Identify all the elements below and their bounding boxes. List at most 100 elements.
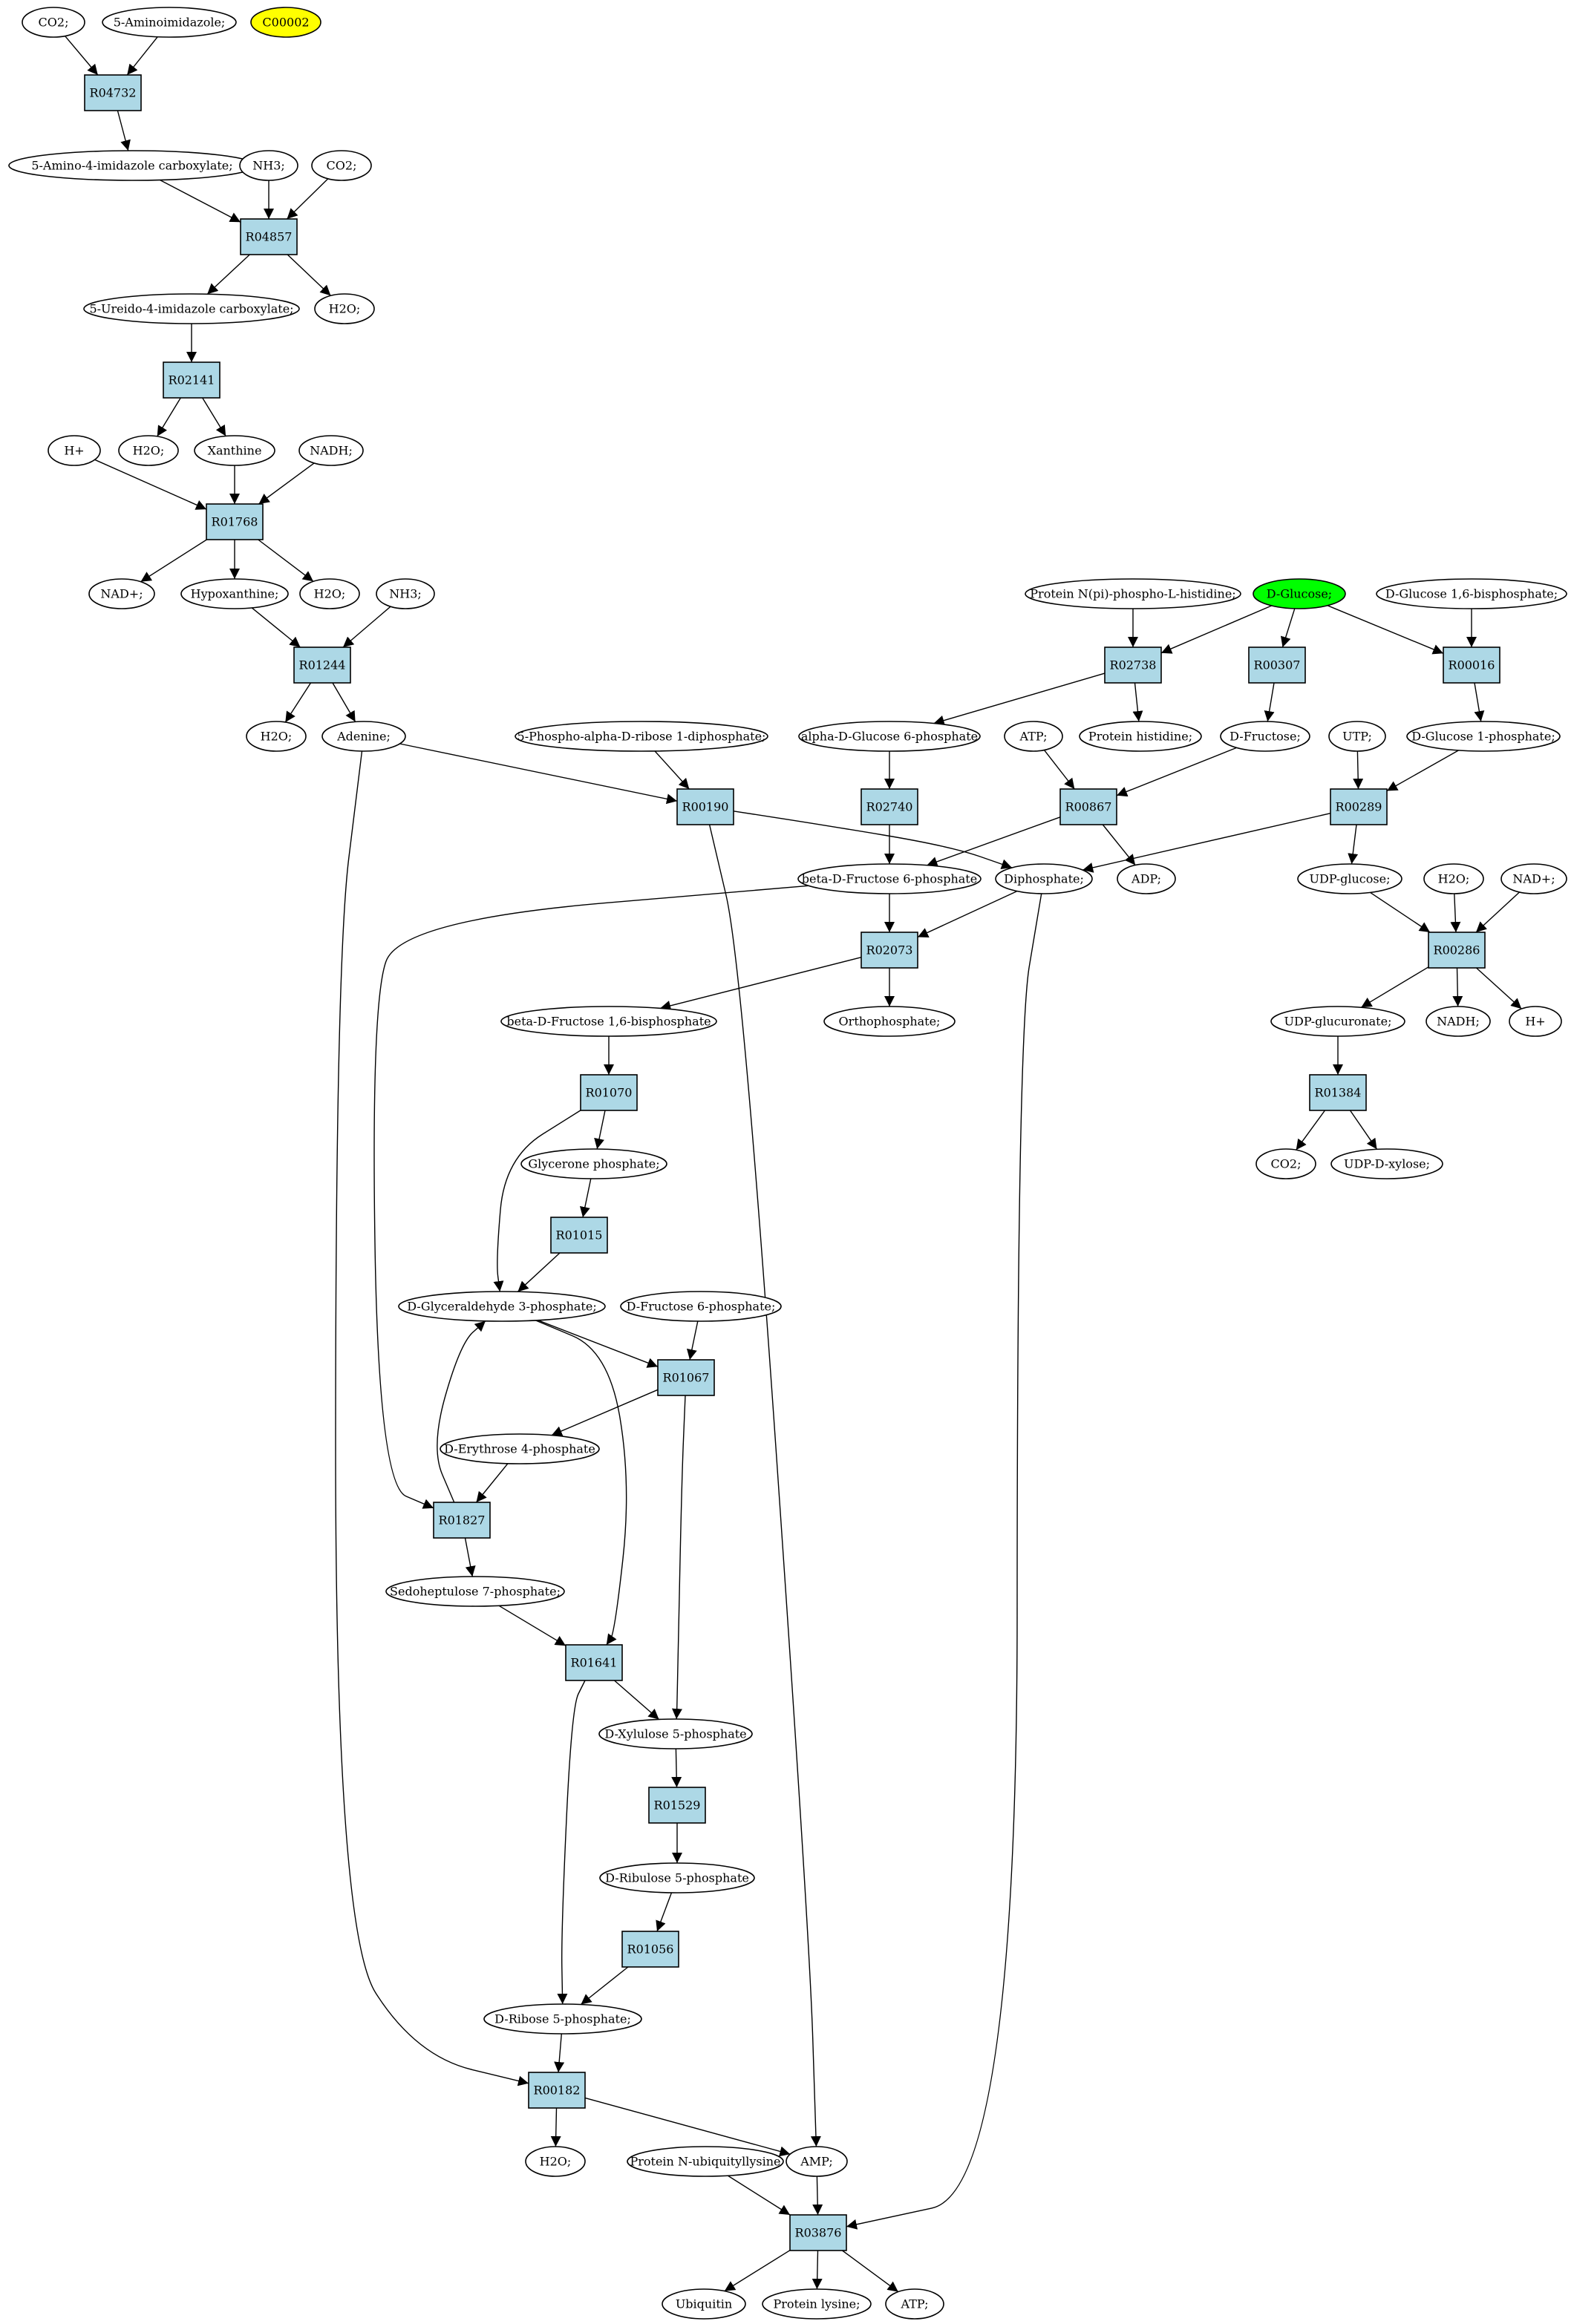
compound-node-protein_lysine[interactable]: Protein lysine;	[762, 2288, 872, 2320]
compound-node-dfructose[interactable]: D-Fructose;	[1220, 721, 1310, 752]
compound-node-nadh_b[interactable]: NADH;	[1426, 1006, 1491, 1037]
reaction-node-r01641[interactable]: R01641	[565, 1644, 623, 1681]
compound-node-nh3_a[interactable]: NH3;	[239, 150, 298, 181]
reaction-node-r00867[interactable]: R00867	[1059, 788, 1117, 825]
reaction-node-r02738[interactable]: R02738	[1104, 647, 1162, 684]
node-label: R01056	[627, 1942, 674, 1957]
edge-R01244-to-h2o_d	[284, 682, 312, 723]
compound-node-co2_b[interactable]: CO2;	[311, 150, 372, 181]
edge-R00286-to-udpglucuronate	[1360, 966, 1429, 1008]
compound-ellipse	[762, 2288, 872, 2320]
compound-node-dglucose[interactable]: D-Glucose;	[1253, 578, 1346, 609]
node-label: Ubiquitin	[676, 2297, 732, 2311]
edge-R02073-to-beta_f16bp	[660, 957, 862, 1011]
compound-node-dglucose16bp[interactable]: D-Glucose 1,6-bisphosphate;	[1376, 578, 1567, 609]
compound-node-atp_b[interactable]: ATP;	[885, 2288, 944, 2320]
compound-node-5aminoimidazole[interactable]: 5-Aminoimidazole;	[102, 7, 237, 38]
reaction-node-r04857[interactable]: R04857	[240, 218, 298, 255]
reaction-node-r01768[interactable]: R01768	[206, 503, 264, 540]
compound-node-atp_a[interactable]: ATP;	[1004, 721, 1063, 752]
compound-node-beta_f16bp[interactable]: beta-D-Fructose 1,6-bisphosphate	[500, 1006, 717, 1037]
compound-node-h2o_e[interactable]: H2O;	[1423, 863, 1484, 894]
reaction-node-r00016[interactable]: R00016	[1443, 647, 1500, 684]
reaction-node-r02073[interactable]: R02073	[861, 932, 918, 969]
compound-node-h2o_f[interactable]: H2O;	[525, 2146, 586, 2177]
reaction-node-r02141[interactable]: R02141	[163, 361, 221, 399]
compound-node-adenine[interactable]: Adenine;	[321, 721, 406, 752]
compound-node-hplus_b[interactable]: H+	[1509, 1006, 1562, 1037]
edge-R00867-to-beta_f6p	[927, 816, 1061, 867]
edge-R01070-to-dglyceraldehyde3p	[493, 1110, 581, 1292]
compound-node-udpxylose[interactable]: UDP-D-xylose;	[1330, 1148, 1443, 1179]
compound-node-glycerone_p[interactable]: Glycerone phosphate;	[520, 1148, 667, 1179]
reaction-node-r00289[interactable]: R00289	[1330, 788, 1388, 825]
node-label: R04857	[246, 230, 293, 244]
reaction-node-r01070[interactable]: R01070	[580, 1074, 638, 1111]
compound-node-co2_a[interactable]: CO2;	[22, 7, 85, 38]
compound-node-c00002[interactable]: C00002	[250, 7, 321, 38]
compound-node-protein_ubiq[interactable]: Protein N-ubiquityllysine	[627, 2146, 784, 2177]
compound-node-h2o_b[interactable]: H2O;	[118, 435, 179, 466]
compound-ellipse	[798, 721, 981, 752]
reaction-node-r01529[interactable]: R01529	[648, 1787, 706, 1824]
edge-arrow	[287, 254, 331, 296]
reaction-node-r00286[interactable]: R00286	[1428, 932, 1486, 969]
compound-ellipse	[385, 1576, 565, 1607]
reaction-node-r01056[interactable]: R01056	[621, 1931, 679, 1968]
edge-dglyceraldehyde3p-to-R01641	[535, 1320, 627, 1646]
compound-node-beta_f6p[interactable]: beta-D-Fructose 6-phosphate	[797, 863, 982, 894]
compound-node-5ureido[interactable]: 5-Ureido-4-imidazole carboxylate;	[83, 293, 300, 324]
reaction-node-r01827[interactable]: R01827	[433, 1502, 491, 1539]
node-label: H2O;	[261, 730, 293, 744]
compound-node-dglucose1p[interactable]: D-Glucose 1-phosphate;	[1406, 721, 1561, 752]
compound-node-dribose5p[interactable]: D-Ribose 5-phosphate;	[483, 2003, 642, 2035]
compound-node-nadplus_b[interactable]: NAD+;	[1500, 863, 1567, 894]
reaction-node-r00182[interactable]: R00182	[528, 2072, 586, 2109]
compound-node-diphosphate[interactable]: Diphosphate;	[995, 863, 1093, 894]
compound-node-nadplus_a[interactable]: NAD+;	[88, 578, 155, 609]
compound-node-hplus_a[interactable]: H+	[48, 435, 101, 466]
edge-arrow	[258, 539, 314, 582]
compound-node-dxylulose5p[interactable]: D-Xylulose 5-phosphate	[598, 1718, 753, 1749]
compound-node-xanthine[interactable]: Xanthine	[194, 435, 275, 466]
compound-node-h2o_a[interactable]: H2O;	[314, 293, 375, 324]
compound-node-5amino4imid[interactable]: 5-Amino-4-imidazole carboxylate;	[8, 150, 256, 181]
compound-node-co2_c[interactable]: CO2;	[1255, 1148, 1316, 1179]
compound-node-protein_histidine[interactable]: Protein histidine;	[1079, 721, 1202, 752]
compound-node-protein_nphospho[interactable]: Protein N(pi)-phospho-L-histidine;	[1025, 578, 1241, 609]
reaction-node-r01244[interactable]: R01244	[293, 647, 351, 684]
reaction-node-r01384[interactable]: R01384	[1309, 1074, 1367, 1111]
edge-nadplus_b-to-R00286	[1475, 891, 1521, 933]
compound-node-dglyceraldehyde3p[interactable]: D-Glyceraldehyde 3-phosphate;	[398, 1291, 606, 1322]
compound-node-alpha_g6p[interactable]: alpha-D-Glucose 6-phosphate	[798, 721, 981, 752]
reaction-node-r00307[interactable]: R00307	[1248, 647, 1306, 684]
reaction-node-r01067[interactable]: R01067	[657, 1359, 715, 1396]
compound-node-utp[interactable]: UTP;	[1328, 721, 1386, 752]
compound-node-udpglucuronate[interactable]: UDP-glucuronate;	[1270, 1006, 1405, 1037]
compound-node-h2o_c[interactable]: H2O;	[299, 578, 360, 609]
compound-node-adp[interactable]: ADP;	[1117, 863, 1176, 894]
compound-node-amp[interactable]: AMP;	[786, 2146, 848, 2177]
compound-node-derythrose4p[interactable]: D-Erythrose 4-phosphate	[440, 1433, 600, 1464]
edge-arrow	[1116, 747, 1237, 797]
reaction-node-r00190[interactable]: R00190	[676, 788, 734, 825]
edge-arrow	[917, 890, 1018, 938]
reaction-node-r04732[interactable]: R04732	[84, 74, 142, 111]
compound-node-udpglucose[interactable]: UDP-glucose;	[1297, 863, 1402, 894]
node-label: D-Ribose 5-phosphate;	[494, 2012, 631, 2026]
compound-node-orthophosphate[interactable]: Orthophosphate;	[823, 1006, 956, 1037]
compound-node-ubiquitin[interactable]: Ubiquitin	[662, 2288, 746, 2320]
compound-node-h2o_d[interactable]: H2O;	[246, 721, 307, 752]
reaction-node-r02740[interactable]: R02740	[861, 788, 918, 825]
compound-node-dfructose6p[interactable]: D-Fructose 6-phosphate;	[620, 1291, 782, 1322]
reaction-node-r01015[interactable]: R01015	[550, 1217, 608, 1254]
reaction-node-r03876[interactable]: R03876	[789, 2214, 847, 2251]
compound-node-nadh_a[interactable]: NADH;	[298, 435, 364, 466]
compound-node-5phospho_ribose[interactable]: 5-Phospho-alpha-D-ribose 1-diphosphate;	[515, 721, 768, 752]
node-label: ATP;	[1019, 730, 1048, 744]
reaction-box	[240, 218, 298, 255]
compound-node-nh3_b[interactable]: NH3;	[376, 578, 435, 609]
compound-node-sedoheptulose7p[interactable]: Sedoheptulose 7-phosphate;	[385, 1576, 565, 1607]
compound-node-dribulose5p[interactable]: D-Ribulose 5-phosphate	[599, 1862, 755, 1893]
compound-node-hypoxanthine[interactable]: Hypoxanthine;	[180, 578, 289, 609]
